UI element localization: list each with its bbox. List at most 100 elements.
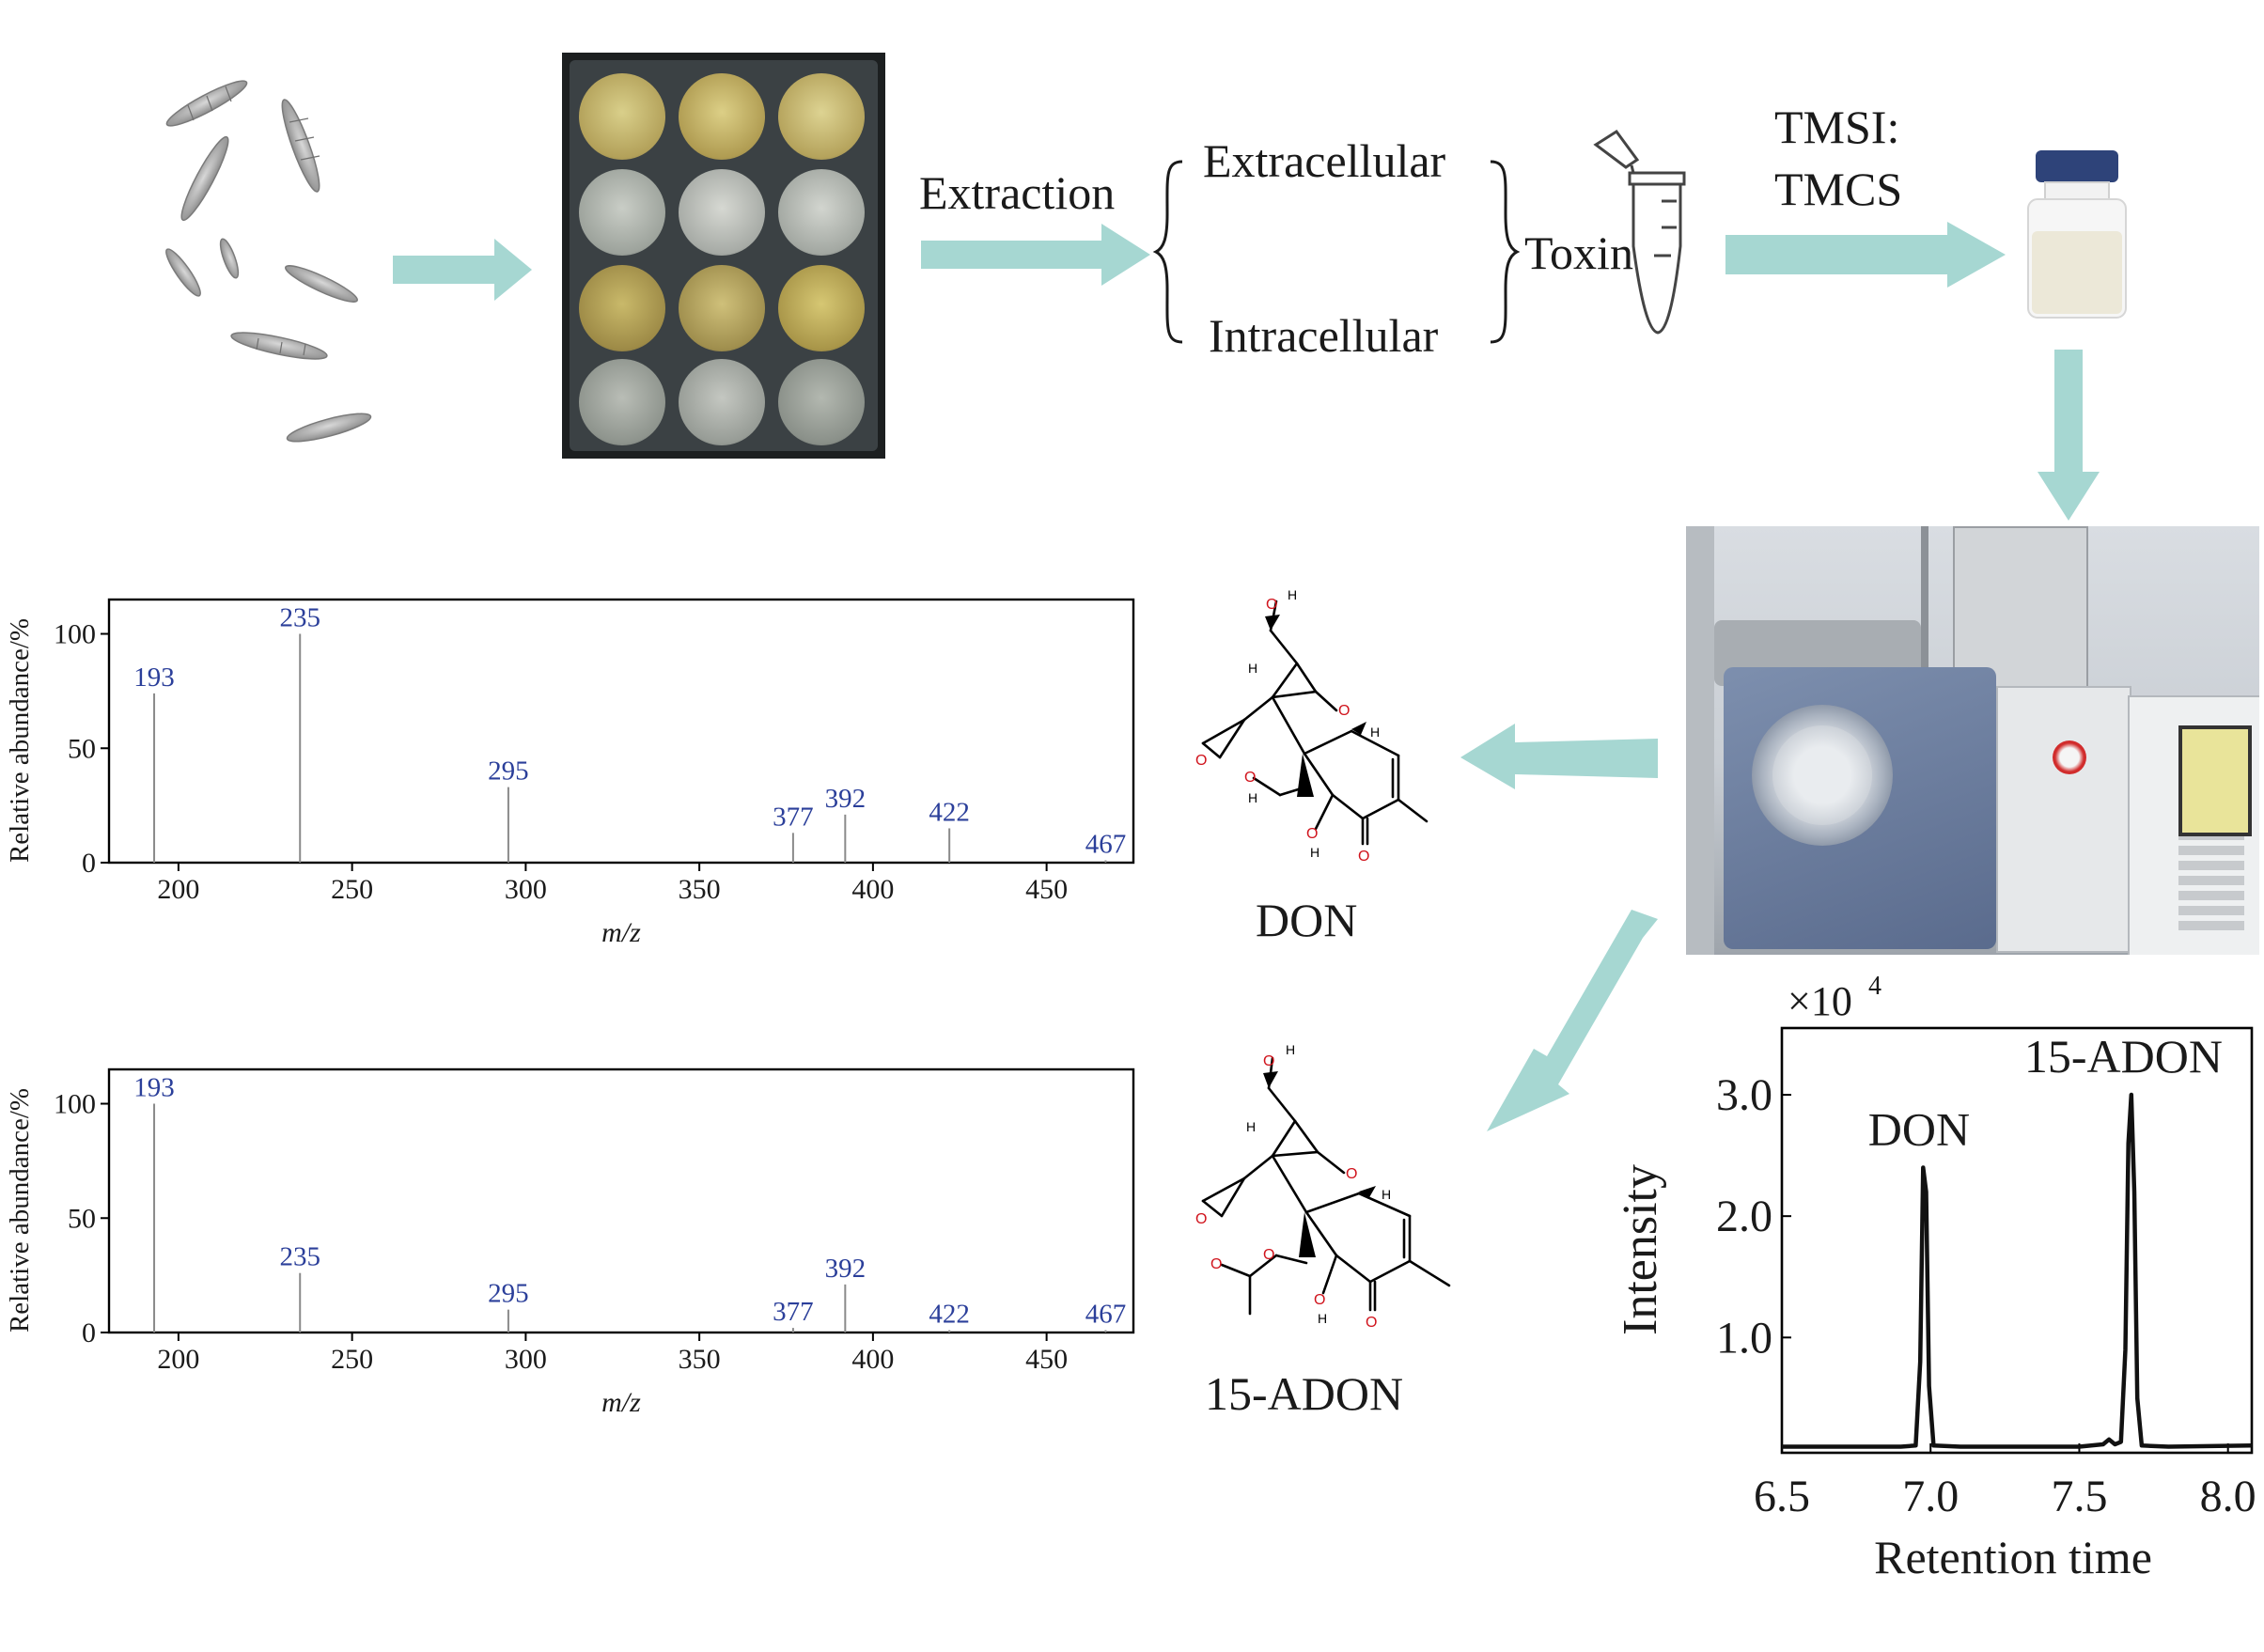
atom-label: H [1310, 845, 1319, 860]
plot-frame [107, 1068, 1135, 1334]
x-tick-label: 8.0 [2200, 1472, 2256, 1521]
peak-label: 193 [133, 1073, 175, 1103]
well-yellow [579, 265, 665, 351]
y-axis-label: Relative abundance/% [5, 1088, 35, 1333]
atom-label: O [1338, 703, 1350, 719]
atom-label: O [1306, 826, 1318, 842]
scale-exponent: 4 [1868, 972, 1881, 1001]
intracellular-label: Intracellular [1209, 309, 1439, 362]
arrow-gcms-to-don [1460, 724, 1658, 789]
well-gray [679, 169, 765, 256]
x-tick-label: 6.5 [1754, 1472, 1810, 1521]
reagent-label-line2: TMCS [1774, 163, 1903, 215]
atom-label: O [1266, 597, 1277, 613]
y-tick-label: 0 [82, 1317, 96, 1348]
x-tick-label: 7.5 [2051, 1472, 2107, 1521]
well-yellow [778, 265, 865, 351]
arrow-vial-to-gcms [2038, 350, 2100, 521]
x-tick-label: 200 [157, 874, 199, 905]
atom-label: O [1358, 849, 1369, 865]
reagent-label-line1: TMSI: [1774, 101, 1900, 153]
atom-label: O [1366, 1315, 1377, 1331]
atom-label: O [1195, 1211, 1207, 1227]
atom-label: O [1244, 770, 1256, 786]
peak-label: 377 [773, 802, 814, 832]
well-yellow [778, 73, 865, 160]
don-structure-label: DON [1256, 894, 1358, 946]
peak-annotation: DON [1868, 1103, 1970, 1156]
plot-frame [107, 598, 1135, 865]
x-tick-label: 200 [157, 1344, 199, 1375]
microcentrifuge-tube-icon [1593, 129, 1686, 335]
atom-label: O [1314, 1292, 1325, 1308]
peak-label: 295 [488, 1279, 529, 1309]
peak-label: 467 [1085, 830, 1127, 860]
well-gray [579, 359, 665, 445]
atom-label: O [1210, 1256, 1222, 1272]
atom-label: H [1382, 1187, 1391, 1202]
atom-label: H [1248, 790, 1257, 805]
arrow-plate-to-extraction [921, 224, 1150, 286]
x-axis-label: m/z [601, 917, 641, 948]
atom-label: H [1286, 1042, 1295, 1057]
don-structure: H O H O H O O H O H O [1195, 587, 1429, 865]
x-tick-label: 450 [1025, 1344, 1068, 1375]
peak-label: 235 [279, 1242, 320, 1272]
gc-ms-instrument-photo [1686, 526, 2259, 955]
chromatogram-trace [1782, 1092, 2253, 1449]
toxin-label: Toxin [1524, 226, 1633, 279]
y-tick-label: 1.0 [1716, 1313, 1772, 1363]
x-tick-label: 350 [679, 874, 721, 905]
atom-label: H [1370, 725, 1380, 740]
culture-plate-photo [562, 53, 885, 459]
arrow-tube-to-vial [1725, 222, 2006, 288]
x-tick-label: 400 [851, 874, 894, 905]
x-tick-label: 250 [331, 1344, 373, 1375]
peak-label: 392 [825, 1254, 867, 1284]
y-tick-label: 0 [82, 848, 96, 879]
y-axis-label: Intensity [1614, 1164, 1667, 1335]
left-brace [1152, 160, 1183, 344]
well-yellow [679, 265, 765, 351]
arrow-spores-to-plate [393, 239, 532, 301]
y-tick-label: 50 [68, 733, 96, 764]
well-gray [778, 169, 865, 256]
peak-label: 422 [929, 1300, 970, 1330]
peak-label: 392 [825, 784, 867, 814]
y-tick-label: 100 [54, 619, 96, 650]
x-tick-label: 300 [505, 1344, 547, 1375]
y-tick-label: 3.0 [1716, 1070, 1772, 1120]
x-axis-label: Retention time [1874, 1531, 2152, 1583]
atom-label: H [1246, 1119, 1256, 1134]
adon-structure: H O H O H O O O O H O [1195, 1042, 1451, 1331]
scale-multiplier: ×10 [1788, 978, 1852, 1024]
x-tick-label: 350 [679, 1344, 721, 1375]
y-tick-label: 50 [68, 1203, 96, 1234]
atom-label: H [1318, 1311, 1327, 1326]
extracellular-label: Extracellular [1203, 134, 1446, 187]
peak-label: 193 [133, 662, 175, 693]
atom-label: O [1263, 1247, 1274, 1263]
sample-vial-icon [2027, 150, 2127, 319]
x-tick-label: 300 [505, 874, 547, 905]
right-brace [1490, 160, 1521, 344]
well-gray [679, 359, 765, 445]
peak-label: 295 [488, 756, 529, 787]
plot-frame [1780, 1026, 2254, 1455]
atom-label: O [1195, 753, 1207, 769]
peak-label: 467 [1085, 1300, 1127, 1330]
peak-label: 235 [279, 603, 320, 633]
well-yellow [579, 73, 665, 160]
y-axis-label: Relative abundance/% [5, 618, 35, 863]
x-tick-label: 250 [331, 874, 373, 905]
peak-label: 422 [929, 797, 970, 827]
arrow-gcms-to-adon [1487, 910, 1658, 1131]
atom-label: H [1248, 661, 1257, 676]
well-gray [778, 359, 865, 445]
well-yellow [679, 73, 765, 160]
adon-structure-label: 15-ADON [1205, 1367, 1404, 1420]
fungal-spores [165, 80, 372, 443]
